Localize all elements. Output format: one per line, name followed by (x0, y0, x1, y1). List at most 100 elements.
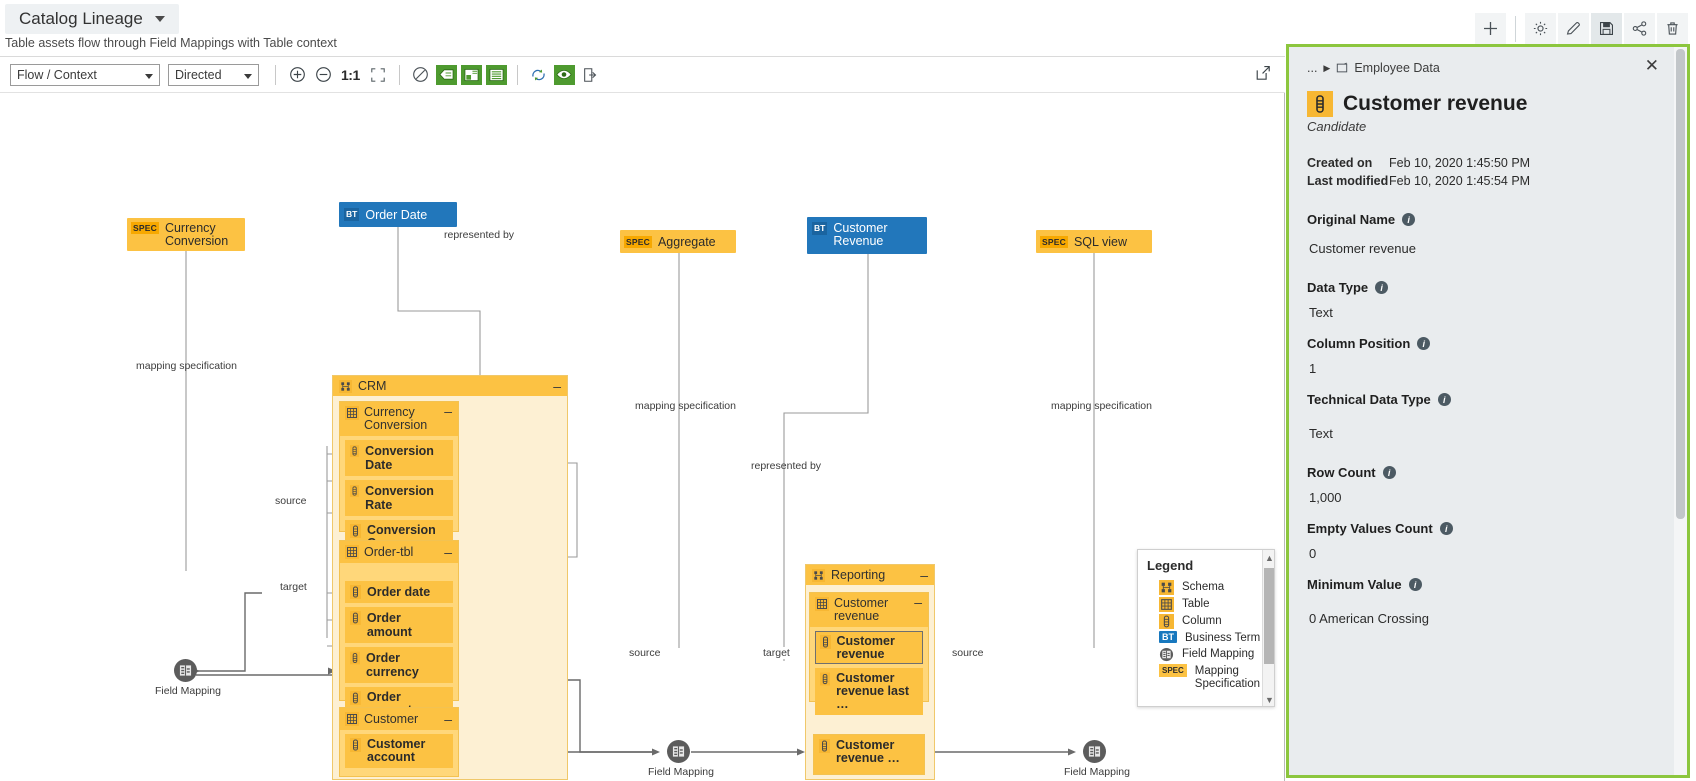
legend-panel[interactable]: Legend Schema Table Column BT Business T… (1137, 549, 1275, 707)
direction-select[interactable]: Directed (168, 63, 259, 86)
refresh-icon[interactable] (528, 64, 550, 86)
column-conversion-rate[interactable]: Conversion Rate (345, 480, 453, 516)
legend-label: Business Term (1185, 632, 1261, 644)
field-mapping-node-3[interactable] (1083, 740, 1106, 763)
zoom-in-icon[interactable] (286, 64, 308, 86)
spec-node-aggregate[interactable]: SPEC Aggregate (620, 230, 736, 253)
table-order-tbl[interactable]: Order-tbl – Order date Order amount Orde… (339, 540, 459, 734)
field-mapping-node-2[interactable] (667, 740, 690, 763)
chevron-down-icon[interactable]: ▼ (1265, 695, 1274, 705)
field-empty-values-count: Empty Values Count i 0 (1307, 521, 1653, 561)
info-icon[interactable]: i (1417, 337, 1431, 350)
show-labels-icon[interactable] (435, 64, 457, 85)
info-icon[interactable]: i (1408, 578, 1422, 591)
collapse-icon[interactable]: – (553, 378, 561, 394)
zoom-reset-button[interactable]: 1:1 (341, 66, 360, 83)
legend-item-schema: Schema (1138, 579, 1274, 596)
direction-select-value: Directed (175, 67, 222, 82)
field-label-text: Data Type (1307, 280, 1369, 295)
save-button[interactable] (1591, 13, 1622, 44)
bt-node-order-date[interactable]: BT Order Date (339, 202, 457, 227)
info-icon[interactable]: i (1375, 281, 1389, 294)
edit-button[interactable] (1558, 13, 1589, 44)
edge-label-mapping-spec-1: mapping specification (136, 360, 237, 372)
legend-scrollbar[interactable]: ▲ ▼ (1262, 550, 1274, 706)
breadcrumb[interactable]: ... ▶ Employee Data (1307, 61, 1653, 75)
column-icon (350, 485, 360, 497)
collapse-icon[interactable]: – (444, 403, 452, 419)
visibility-icon[interactable] (553, 64, 575, 85)
info-icon[interactable]: i (1439, 522, 1453, 535)
catalog-lineage-tab[interactable]: Catalog Lineage (5, 4, 179, 34)
details-subtitle: Candidate (1307, 119, 1367, 134)
meta-key: Created on (1307, 156, 1373, 170)
column-conversion-date[interactable]: Conversion Date (345, 440, 453, 476)
settings-button[interactable] (1525, 13, 1556, 44)
column-order-date[interactable]: Order date (345, 581, 453, 603)
info-icon[interactable]: i (1402, 213, 1416, 226)
details-panel[interactable]: ... ▶ Employee Data ✕ Customer revenue C… (1286, 44, 1690, 778)
details-panel-content: ... ▶ Employee Data ✕ Customer revenue C… (1289, 47, 1671, 775)
column-icon (350, 738, 361, 752)
info-icon[interactable]: i (1382, 466, 1396, 479)
field-mapping-node-1[interactable] (174, 659, 197, 682)
column-icon (820, 672, 831, 686)
open-in-new-window-icon[interactable] (1255, 65, 1271, 81)
chevron-down-icon[interactable] (154, 16, 165, 22)
field-label: Technical Data Type i (1307, 392, 1653, 407)
group-reporting-header[interactable]: Reporting – (806, 565, 934, 585)
collapse-icon[interactable]: – (444, 711, 452, 727)
breadcrumb-item-label[interactable]: Employee Data (1354, 61, 1440, 75)
export-icon[interactable] (579, 64, 601, 86)
graph-toolbar: Flow / Context Directed 1:1 (0, 56, 1285, 92)
table-icon (345, 712, 359, 726)
no-filter-icon[interactable] (410, 64, 432, 86)
show-groups-icon[interactable] (460, 64, 482, 85)
close-icon[interactable]: ✕ (1644, 56, 1659, 75)
collapse-icon[interactable]: – (920, 567, 928, 583)
table-label: Order-tbl (364, 545, 414, 559)
details-panel-scrollbar[interactable] (1674, 47, 1687, 775)
collapse-icon[interactable]: – (914, 594, 922, 610)
field-mapping-label-3: Field Mapping (1064, 766, 1130, 778)
zoom-out-icon[interactable] (312, 64, 334, 86)
chevron-right-icon: ▶ (1323, 62, 1331, 73)
legend-scrollbar-thumb[interactable] (1264, 568, 1274, 664)
toolbar-divider (398, 64, 400, 85)
group-crm-header[interactable]: CRM – (333, 376, 567, 396)
share-button[interactable] (1624, 13, 1655, 44)
delete-button[interactable] (1657, 13, 1688, 44)
column-order-currency[interactable]: Order currency (345, 647, 453, 683)
chevron-up-icon[interactable]: ▲ (1265, 553, 1274, 563)
details-panel-scrollbar-thumb[interactable] (1676, 49, 1685, 519)
column-order-amount[interactable]: Order amount (345, 607, 453, 643)
show-columns-icon[interactable] (485, 64, 507, 85)
fit-screen-icon[interactable] (367, 64, 389, 86)
breadcrumb-ellipsis[interactable]: ... (1307, 61, 1318, 75)
collapse-icon[interactable]: – (444, 544, 452, 560)
add-button[interactable] (1475, 13, 1506, 44)
flow-context-select[interactable]: Flow / Context (10, 63, 160, 86)
table-order-tbl-header[interactable]: Order-tbl – (340, 541, 458, 563)
info-icon[interactable]: i (1437, 393, 1451, 406)
table-customer-header[interactable]: Customer – (340, 708, 458, 730)
spec-node-sql-view[interactable]: SPEC SQL view (1036, 230, 1152, 253)
